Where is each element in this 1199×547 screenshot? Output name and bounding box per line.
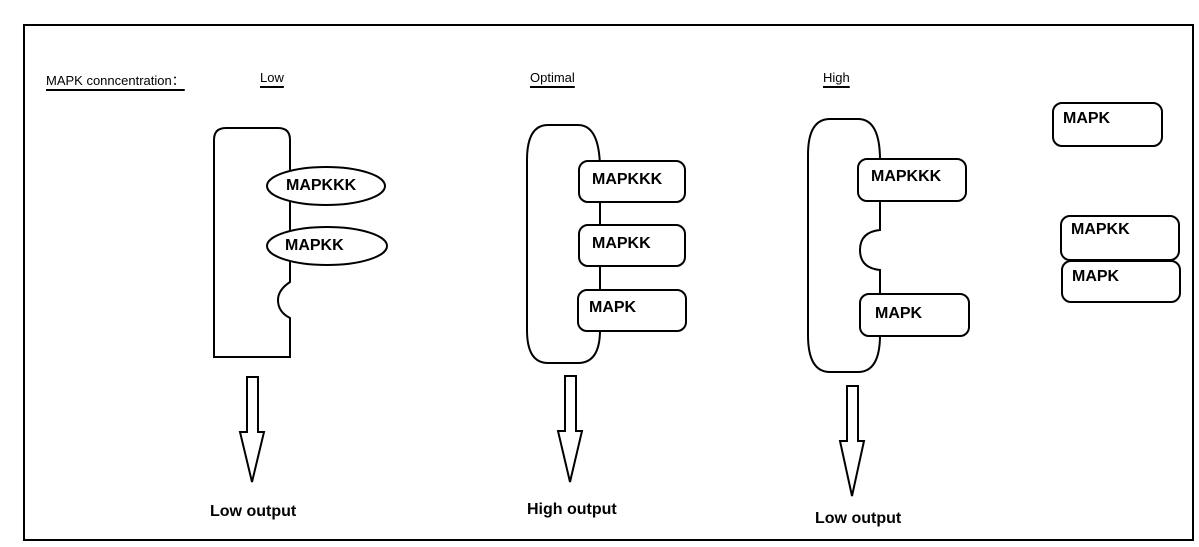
optimal-mapkkk-label: MAPKKK xyxy=(592,171,663,188)
free-mapk-bound-label: MAPK xyxy=(1072,268,1120,285)
high-mapk-box xyxy=(859,293,970,337)
high-mapkkk-label: MAPKKK xyxy=(871,168,942,185)
optimal-mapkk-label: MAPKK xyxy=(592,235,651,252)
level-optimal: Optimal xyxy=(530,70,575,85)
low-mapkkk-label: MAPKKK xyxy=(286,177,357,194)
low-mapkk-ellipse xyxy=(266,226,388,266)
level-low: Low xyxy=(260,70,284,85)
free-mapk-box xyxy=(1052,102,1163,147)
concentration-label: MAPK conncentration： xyxy=(46,73,185,88)
high-output-label: High output xyxy=(527,501,617,518)
optimal-mapkk-box xyxy=(578,224,686,267)
low-mapkk-label: MAPKK xyxy=(285,237,344,254)
optimal-mapk-label: MAPK xyxy=(589,299,637,316)
outer-frame xyxy=(23,24,1194,541)
high-output-arrow xyxy=(556,375,584,483)
low-output-label-2: Low output xyxy=(815,510,902,527)
high-mapk-label: MAPK xyxy=(875,305,923,322)
high-mapkkk-box xyxy=(857,158,967,202)
low-output-arrow-2 xyxy=(838,385,866,497)
level-high: High xyxy=(823,70,850,85)
free-mapkk-label: MAPKK xyxy=(1071,221,1130,238)
optimal-mapk-box xyxy=(577,289,687,332)
free-mapk-label: MAPK xyxy=(1063,110,1111,127)
low-output-label: Low output xyxy=(210,503,297,520)
optimal-mapkkk-box xyxy=(578,160,686,203)
low-output-arrow xyxy=(238,376,266,483)
free-mapk-bound-box xyxy=(1061,260,1181,303)
low-mapkkk-ellipse xyxy=(266,166,386,206)
